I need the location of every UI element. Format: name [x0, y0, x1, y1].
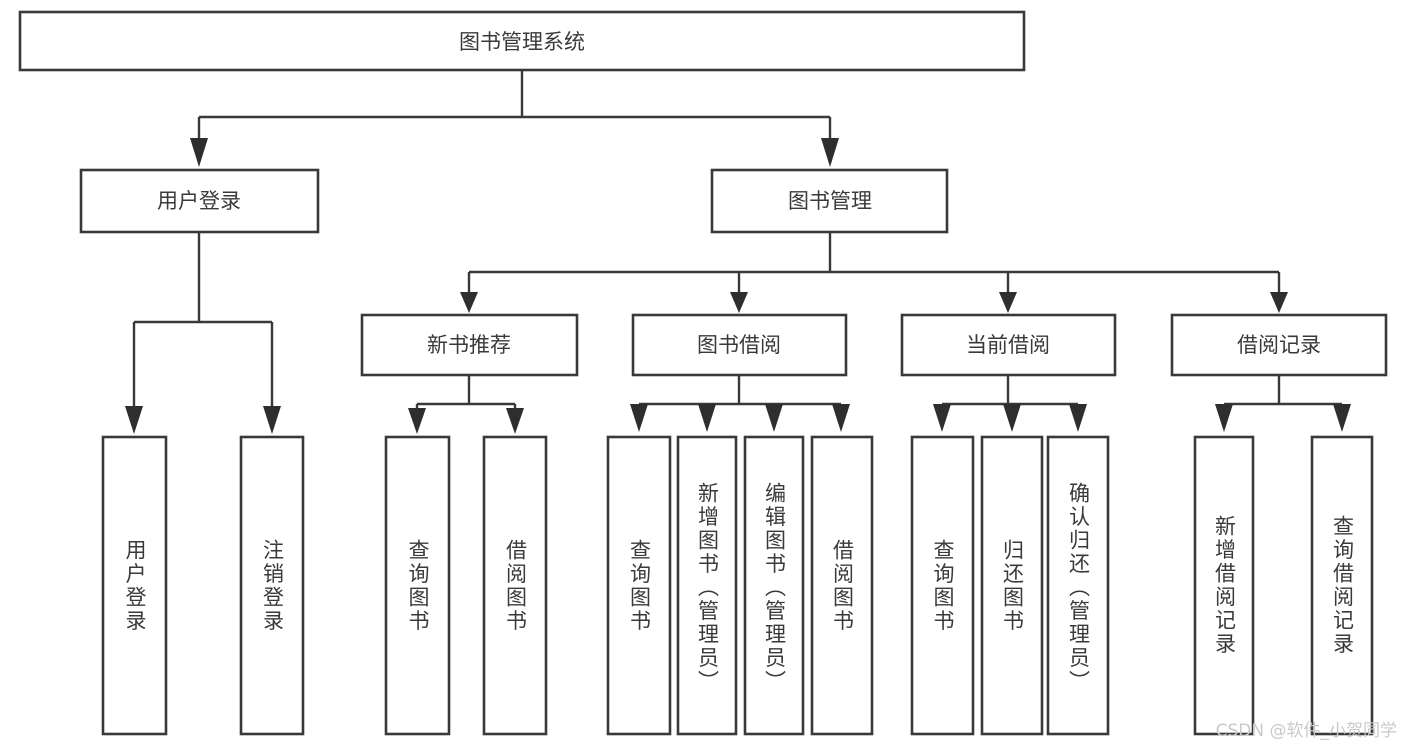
arrowhead-leaf-bb-borrow	[832, 404, 850, 432]
connector-group-root	[190, 70, 839, 167]
node-book-borrow[interactable]: 图书借阅	[631, 313, 848, 377]
node-leaf-user-login-box[interactable]	[101, 435, 168, 736]
node-user-login-label: 用户登录	[157, 189, 241, 213]
node-book-manage-box[interactable]	[710, 168, 949, 234]
connector-group-book-manage	[460, 232, 1288, 313]
node-leaf-cb-return-box[interactable]	[980, 435, 1044, 736]
arrowhead-leaf-bb-add	[698, 404, 716, 432]
arrowhead-leaf-user-login	[125, 406, 143, 434]
node-current-borrow-box[interactable]	[900, 313, 1117, 377]
node-book-borrow-box[interactable]	[631, 313, 848, 377]
node-leaf-user-logout-box[interactable]	[239, 435, 305, 736]
connector-group-user-login	[125, 232, 281, 434]
node-leaf-br-query-box[interactable]	[1310, 435, 1374, 736]
arrowhead-leaf-cb-query	[933, 404, 951, 432]
node-leaf-bb-edit-box[interactable]	[743, 435, 805, 736]
connector-group-new-book-recommend	[408, 375, 524, 434]
node-root-box[interactable]	[18, 10, 1026, 72]
arrowhead-current-borrow	[999, 292, 1017, 313]
node-current-borrow[interactable]: 当前借阅	[900, 313, 1117, 377]
node-new-book-recommend-label: 新书推荐	[427, 333, 511, 357]
arrowhead-leaf-rec-query	[408, 408, 426, 434]
arrowhead-leaf-br-add	[1215, 404, 1233, 432]
csdn-watermark: CSDN @软件_小贺同学	[1215, 721, 1397, 741]
arrowhead-leaf-bb-query	[630, 404, 648, 432]
arrowhead-leaf-br-query	[1333, 404, 1351, 432]
node-book-manage-label: 图书管理	[788, 189, 872, 213]
node-leaf-rec-borrow-box[interactable]	[482, 435, 548, 736]
arrowhead-new-book-recommend	[460, 292, 478, 313]
connector-group-borrow-record	[1215, 375, 1351, 432]
arrowhead-borrow-record	[1270, 292, 1288, 313]
node-borrow-record-label: 借阅记录	[1237, 333, 1321, 357]
node-new-book-recommend[interactable]: 新书推荐	[360, 313, 579, 377]
node-leaf-bb-add-box[interactable]	[676, 435, 738, 736]
node-root-label: 图书管理系统	[459, 30, 585, 54]
node-book-borrow-label: 图书借阅	[697, 333, 781, 357]
node-new-book-recommend-box[interactable]	[360, 313, 579, 377]
node-root[interactable]: 图书管理系统	[18, 10, 1026, 72]
arrowhead-leaf-cb-return	[1003, 404, 1021, 432]
arrowhead-leaf-bb-edit	[765, 404, 783, 432]
arrowhead-leaf-cb-confirm	[1069, 404, 1087, 432]
arrowhead-book-borrow	[730, 292, 748, 313]
node-user-login-box[interactable]	[79, 168, 320, 234]
node-leaf-br-add-box[interactable]	[1193, 435, 1255, 736]
node-leaf-bb-borrow-box[interactable]	[810, 435, 874, 736]
arrowhead-leaf-rec-borrow	[506, 408, 524, 434]
arrowhead-user-login	[190, 138, 208, 167]
arrowhead-book-manage	[821, 138, 839, 167]
leaf-boxes	[101, 435, 1374, 736]
node-leaf-rec-query-box[interactable]	[384, 435, 451, 736]
node-user-login[interactable]: 用户登录	[79, 168, 320, 234]
node-leaf-bb-query-box[interactable]	[606, 435, 672, 736]
connector-group-book-borrow	[630, 375, 850, 432]
connector-group-current-borrow	[933, 375, 1087, 432]
node-leaf-cb-query-box[interactable]	[910, 435, 975, 736]
node-current-borrow-label: 当前借阅	[966, 333, 1050, 357]
node-book-manage[interactable]: 图书管理	[710, 168, 949, 234]
node-borrow-record[interactable]: 借阅记录	[1170, 313, 1388, 377]
arrowhead-leaf-user-logout	[263, 406, 281, 434]
node-leaf-cb-confirm-box[interactable]	[1046, 435, 1110, 736]
node-borrow-record-box[interactable]	[1170, 313, 1388, 377]
